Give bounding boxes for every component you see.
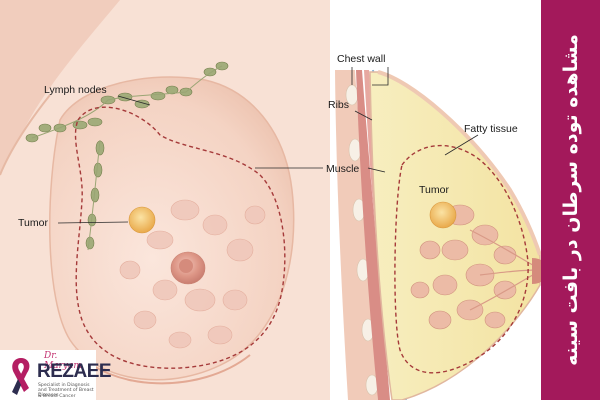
lead-muscle-side	[367, 167, 386, 173]
lead-fatty-tissue	[444, 134, 479, 156]
logo-subtitle-2: & Breast Cancer	[38, 394, 76, 399]
leader-lines	[57, 67, 479, 224]
front-view	[0, 0, 330, 400]
title-banner: مشاهده توده سرطان در بافت سینه	[541, 0, 600, 400]
banner-title: مشاهده توده سرطان در بافت سینه	[559, 34, 582, 366]
lymph-vessels-front	[31, 65, 223, 251]
lead-tumor-front	[57, 221, 129, 224]
lead-ribs	[354, 110, 373, 121]
label-muscle: Muscle	[326, 163, 359, 175]
tumor-side	[429, 201, 457, 229]
shoulder-shading	[0, 0, 120, 175]
lymph-nodes-front	[25, 61, 229, 250]
muscle-band	[356, 70, 390, 400]
label-chest-wall: Chest wall	[337, 53, 385, 65]
logo-signature: Dr. Maryam	[44, 351, 82, 371]
breast-tissue-outline-side	[394, 144, 529, 374]
ribs-side	[345, 84, 379, 396]
logo-name: REZAEE	[37, 361, 112, 382]
label-fatty-tissue: Fatty tissue	[464, 123, 518, 135]
label-lymph-nodes: Lymph nodes	[44, 84, 107, 96]
lead-chest-wall-right	[372, 67, 389, 86]
logo: Dr. Maryam REZAEE Specialist in Diagnosi…	[0, 350, 112, 400]
logo-subtitle: Specialist in Diagnosis and Treatment of…	[38, 383, 94, 398]
lead-lymph-nodes	[117, 95, 151, 106]
label-tumor-side: Tumor	[419, 184, 449, 196]
arm-outline	[0, 94, 51, 176]
skin-edge-side	[377, 70, 542, 256]
breast-tissue-outline-front	[74, 106, 286, 369]
tumor-front	[128, 206, 156, 234]
nipple	[179, 259, 193, 273]
label-tumor-front: Tumor	[18, 217, 48, 229]
ribbon-icon	[12, 358, 30, 395]
side-view	[330, 0, 548, 400]
lobules-front	[119, 199, 266, 349]
chest-wall-band	[335, 70, 378, 400]
label-ribs: Ribs	[328, 99, 349, 111]
